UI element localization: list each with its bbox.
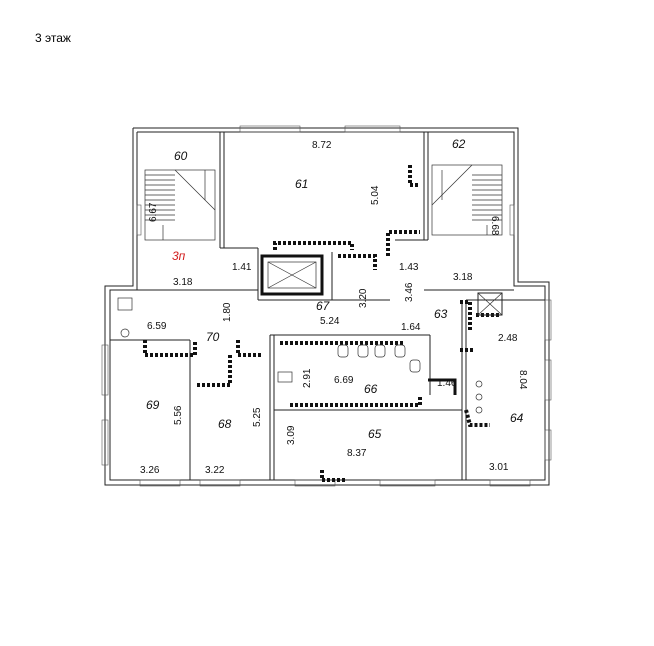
page-title: 3 этаж: [35, 31, 71, 45]
dim-1-46: 1.46: [437, 378, 457, 389]
dim-3-18-left: 3.18: [173, 277, 193, 288]
room-labels: 60 61 62 3п 63 64 65 66 67 68 69 70: [146, 137, 524, 441]
dim-6-59: 6.59: [147, 321, 167, 332]
room-67-label: 67: [316, 299, 331, 313]
dim-8-72: 8.72: [312, 140, 332, 151]
room-63-label: 63: [434, 307, 448, 321]
sanitary-fixtures: [117, 297, 483, 414]
room-65-label: 65: [368, 427, 382, 441]
room-69-label: 69: [146, 398, 160, 412]
dim-3-09: 3.09: [286, 425, 297, 445]
dim-5-25: 5.25: [252, 407, 263, 427]
dim-3-01: 3.01: [489, 462, 509, 473]
dimension-labels: 8.72 5.04 6.67 6.68 3.18 3.18 1.41 1.43 …: [140, 140, 528, 476]
dim-5-24: 5.24: [320, 316, 340, 327]
stair-left: [144, 169, 216, 241]
dim-3-22: 3.22: [205, 465, 225, 476]
dim-8-37: 8.37: [347, 448, 367, 459]
dim-6-68: 6.68: [489, 216, 500, 236]
dim-6-67: 6.67: [148, 202, 159, 222]
dim-3-46: 3.46: [404, 282, 415, 302]
room-60-label: 60: [174, 149, 188, 163]
dim-8-04: 8.04: [517, 370, 528, 390]
room-66-label: 66: [364, 382, 378, 396]
stair-right: [431, 164, 503, 236]
dim-1-64: 1.64: [401, 322, 421, 333]
dim-1-80: 1.80: [222, 302, 233, 322]
interior-walls: [110, 132, 545, 480]
dim-6-69: 6.69: [334, 375, 354, 386]
room-62-label: 62: [452, 137, 466, 151]
dim-5-04: 5.04: [370, 185, 381, 205]
room-64-label: 64: [510, 411, 524, 425]
room-61-label: 61: [295, 177, 308, 191]
dim-1-43: 1.43: [399, 262, 419, 273]
windows: [101, 125, 552, 487]
outer-walls: [104, 127, 550, 486]
dim-5-56: 5.56: [173, 405, 184, 425]
dim-3-26: 3.26: [140, 465, 160, 476]
dim-3-20: 3.20: [358, 288, 369, 308]
elevators: [260, 254, 503, 316]
dim-2-48: 2.48: [498, 333, 518, 344]
room-70-label: 70: [206, 330, 220, 344]
dim-2-91: 2.91: [302, 368, 313, 388]
room-3p-label: 3п: [172, 249, 186, 263]
dim-3-18-right: 3.18: [453, 272, 473, 283]
dim-1-41: 1.41: [232, 262, 252, 273]
room-68-label: 68: [218, 417, 232, 431]
partitions: [143, 165, 500, 482]
